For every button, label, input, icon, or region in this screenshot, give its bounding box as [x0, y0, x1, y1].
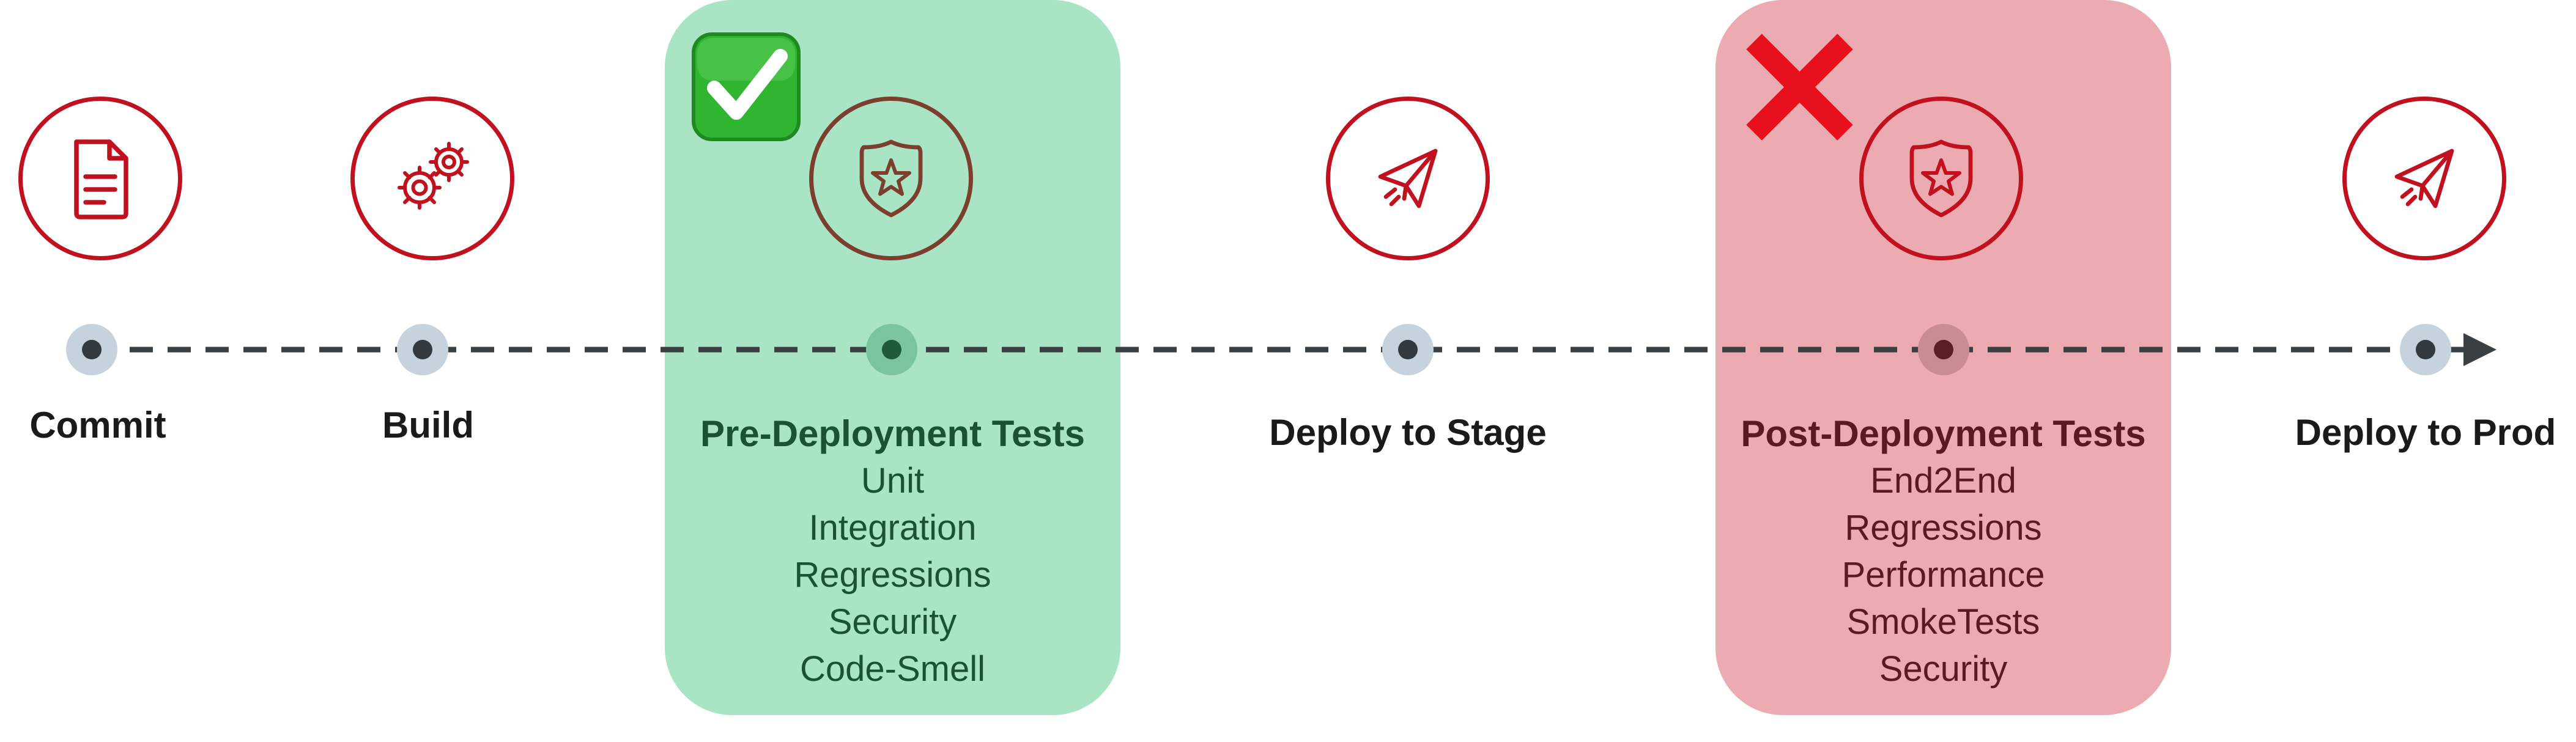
post-deployment-item: Performance [1841, 555, 2045, 595]
post-deployment-item: SmokeTests [1846, 602, 2040, 642]
paper-plane-icon [1378, 149, 1438, 208]
pre-deployment-item: Security [828, 602, 957, 642]
shield-star-icon [1909, 139, 1973, 218]
post-deployment-item: Security [1879, 649, 2008, 689]
pre-deployment-text: Pre-Deployment Tests Unit Integration Re… [665, 411, 1120, 692]
deploy-prod-timeline-dot [2400, 324, 2451, 375]
deploy-stage-timeline-dot [1382, 324, 1434, 375]
pre-deployment-title: Pre-Deployment Tests [700, 413, 1086, 454]
post-deployment-item: Regressions [1845, 508, 2042, 548]
deploy-stage-label: Deploy to Stage [1269, 412, 1547, 453]
pre-deployment-item: Unit [861, 461, 925, 501]
commit-stage-icon-circle [18, 97, 182, 260]
build-label: Build [382, 405, 474, 446]
post-deployment-title: Post-Deployment Tests [1741, 413, 2146, 454]
pre-deployment-item: Code-Smell [800, 649, 985, 689]
post-deployment-tests-icon-circle [1859, 97, 2023, 260]
post-deployment-timeline-dot [1918, 324, 1969, 375]
document-icon [74, 139, 128, 219]
post-deployment-text: Post-Deployment Tests End2End Regression… [1715, 411, 2171, 692]
build-stage-icon-circle [350, 97, 514, 260]
checkmark-icon [692, 32, 801, 141]
pre-deployment-timeline-dot [866, 324, 917, 375]
build-timeline-dot [397, 324, 448, 375]
paper-plane-icon [2394, 149, 2454, 208]
post-deployment-item: End2End [1870, 461, 2016, 501]
deploy-prod-icon-circle [2342, 97, 2506, 260]
pre-deployment-item: Regressions [794, 555, 991, 595]
deploy-stage-icon-circle [1326, 97, 1490, 260]
pre-deployment-item: Integration [809, 508, 977, 548]
timeline-arrow-icon [2463, 333, 2496, 366]
commit-timeline-dot [66, 324, 117, 375]
shield-star-icon [859, 139, 923, 218]
gears-icon [398, 142, 469, 210]
deploy-prod-label: Deploy to Prod [2295, 412, 2556, 453]
cross-icon [1746, 34, 1853, 141]
pre-deployment-tests-icon-circle [809, 97, 973, 260]
commit-label: Commit [29, 405, 166, 446]
